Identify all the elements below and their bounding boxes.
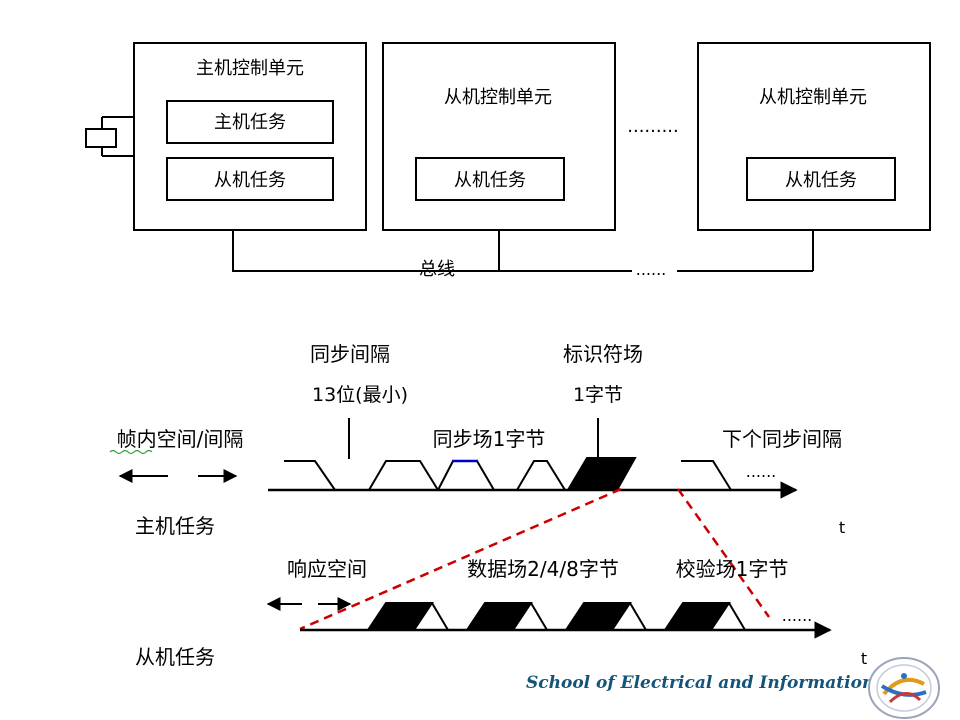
slave-control-unit-n: 从机控制单元 从机任务 — [697, 42, 931, 231]
master-slave-task-label: 从机任务 — [214, 170, 286, 191]
master-waveform — [268, 457, 798, 499]
slave-unit-n-box — [697, 42, 931, 231]
sync-gap-bits: 13位(最小) — [312, 384, 408, 406]
slave-waveform — [300, 602, 832, 639]
sync-field-label: 同步场1字节 — [433, 427, 546, 451]
slave-unit-n-task-box — [746, 157, 896, 201]
slave-ellipsis: ...... — [782, 606, 813, 625]
checksum-label: 校验场1字节 — [676, 557, 789, 581]
slave-unit-1-task-label: 从机任务 — [454, 170, 526, 191]
next-sync-label: 下个同步间隔 — [722, 427, 842, 451]
checksum-block — [663, 602, 731, 631]
ident-field-block — [566, 457, 637, 491]
master-ellipsis: ...... — [746, 462, 777, 481]
slave-task-row-label: 从机任务 — [135, 645, 215, 669]
response-space-label: 响应空间 — [287, 557, 367, 581]
master-slave-task-box — [166, 157, 334, 201]
dashed-expansion — [299, 487, 771, 631]
master-time-label: t — [839, 518, 845, 537]
slave-time-label: t — [861, 649, 867, 668]
inframe-gap-label: 帧内空间/间隔 — [117, 427, 244, 451]
master-unit-title: 主机控制单元 — [196, 58, 304, 79]
spell-check-underline — [109, 449, 153, 455]
bus-label: 总线 — [419, 259, 455, 280]
slave-unit-1-title: 从机控制单元 — [444, 87, 552, 108]
bus-line — [232, 230, 814, 272]
ident-field-label: 标识符场 — [563, 342, 643, 366]
master-control-unit: 主机控制单元 主机任务 从机任务 — [85, 42, 367, 231]
unit-ellipsis: ......... — [627, 116, 679, 137]
slave-unit-1-box — [382, 42, 616, 231]
bus-ellipsis: ...... — [636, 260, 667, 279]
slave-unit-1-task-box — [415, 157, 565, 201]
master-task-box — [166, 100, 334, 144]
slave-control-unit-1: 从机控制单元 从机任务 — [382, 42, 616, 231]
master-task-row-label: 主机任务 — [135, 514, 215, 538]
school-logo-icon — [868, 657, 940, 719]
connector-plug-icon — [85, 116, 134, 157]
data-field-label: 数据场2/4/8字节 — [467, 557, 619, 581]
sync-gap-label: 同步间隔 — [310, 342, 390, 366]
master-task-label: 主机任务 — [214, 112, 286, 133]
slave-unit-n-title: 从机控制单元 — [759, 87, 867, 108]
ident-field-size: 1字节 — [573, 384, 623, 406]
slave-unit-n-task-label: 从机任务 — [785, 170, 857, 191]
footer-school-name: School of Electrical and Information — [526, 673, 875, 693]
